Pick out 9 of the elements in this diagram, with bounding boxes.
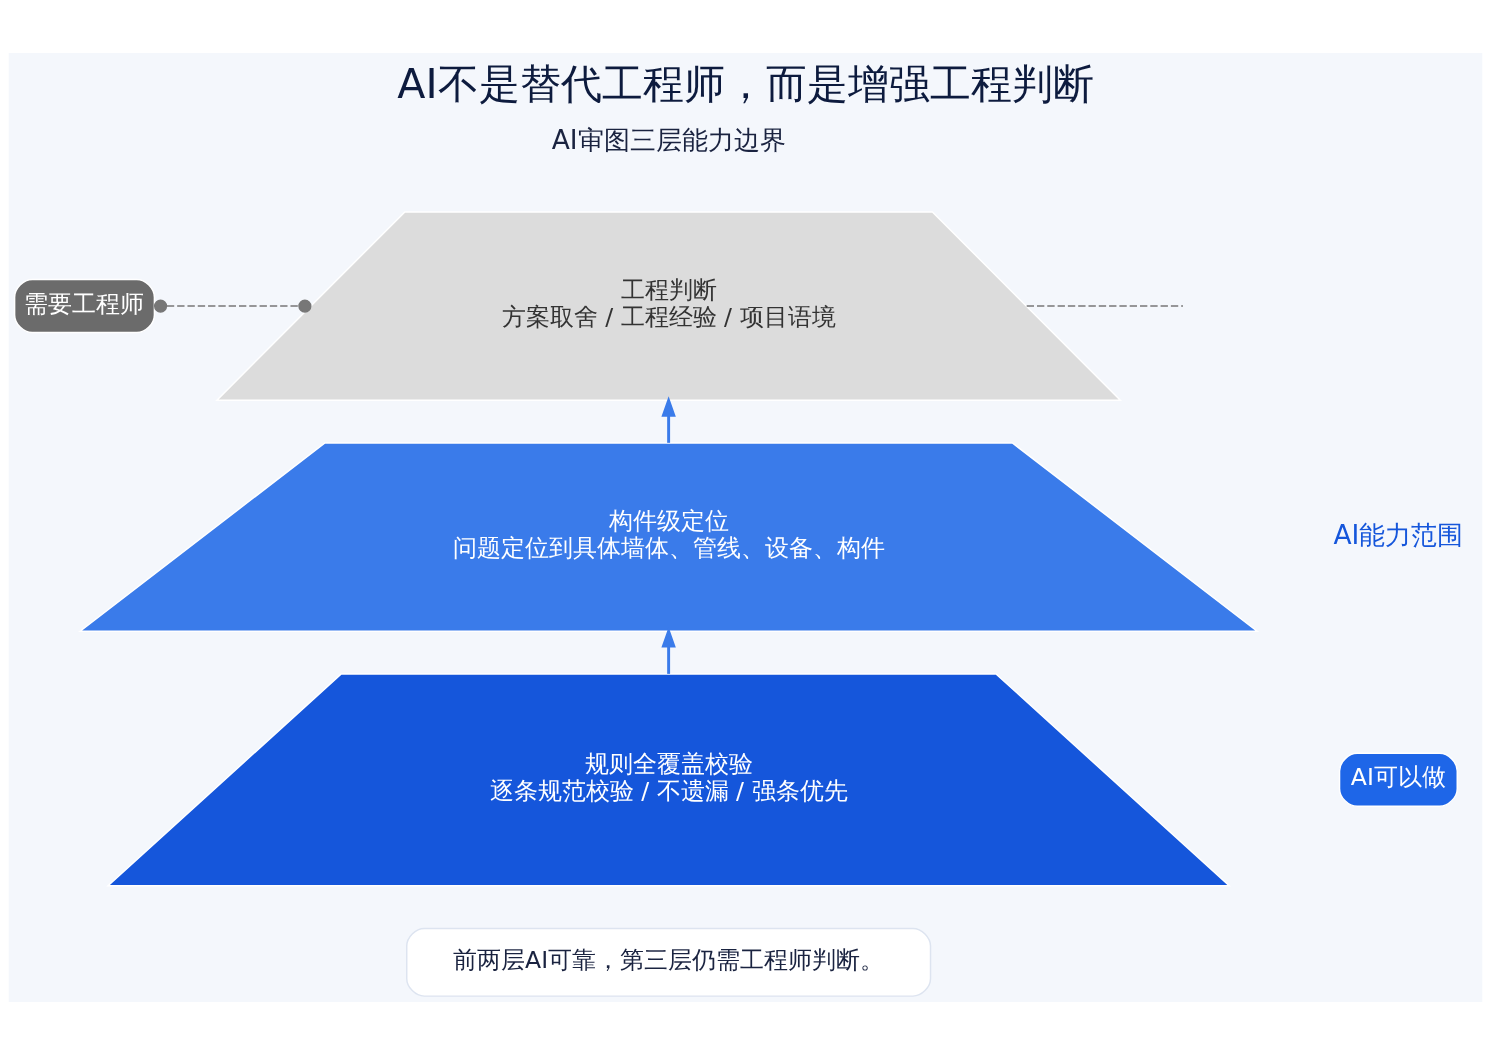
label: AI审图三层能力边界 [551, 124, 786, 156]
node-box: AI可以做 [1338, 752, 1458, 808]
connector [153, 299, 312, 313]
node-box: 需要工程师 [13, 278, 156, 334]
label: AI能力范围 [1333, 518, 1464, 550]
diagram-title: AI不是替代工程师，而是增强工程判断 [397, 59, 1094, 108]
connector [1025, 305, 1184, 307]
node-box: 前两层AI可靠，第三层仍需工程师判断。 [406, 927, 932, 997]
arrow [661, 396, 676, 443]
